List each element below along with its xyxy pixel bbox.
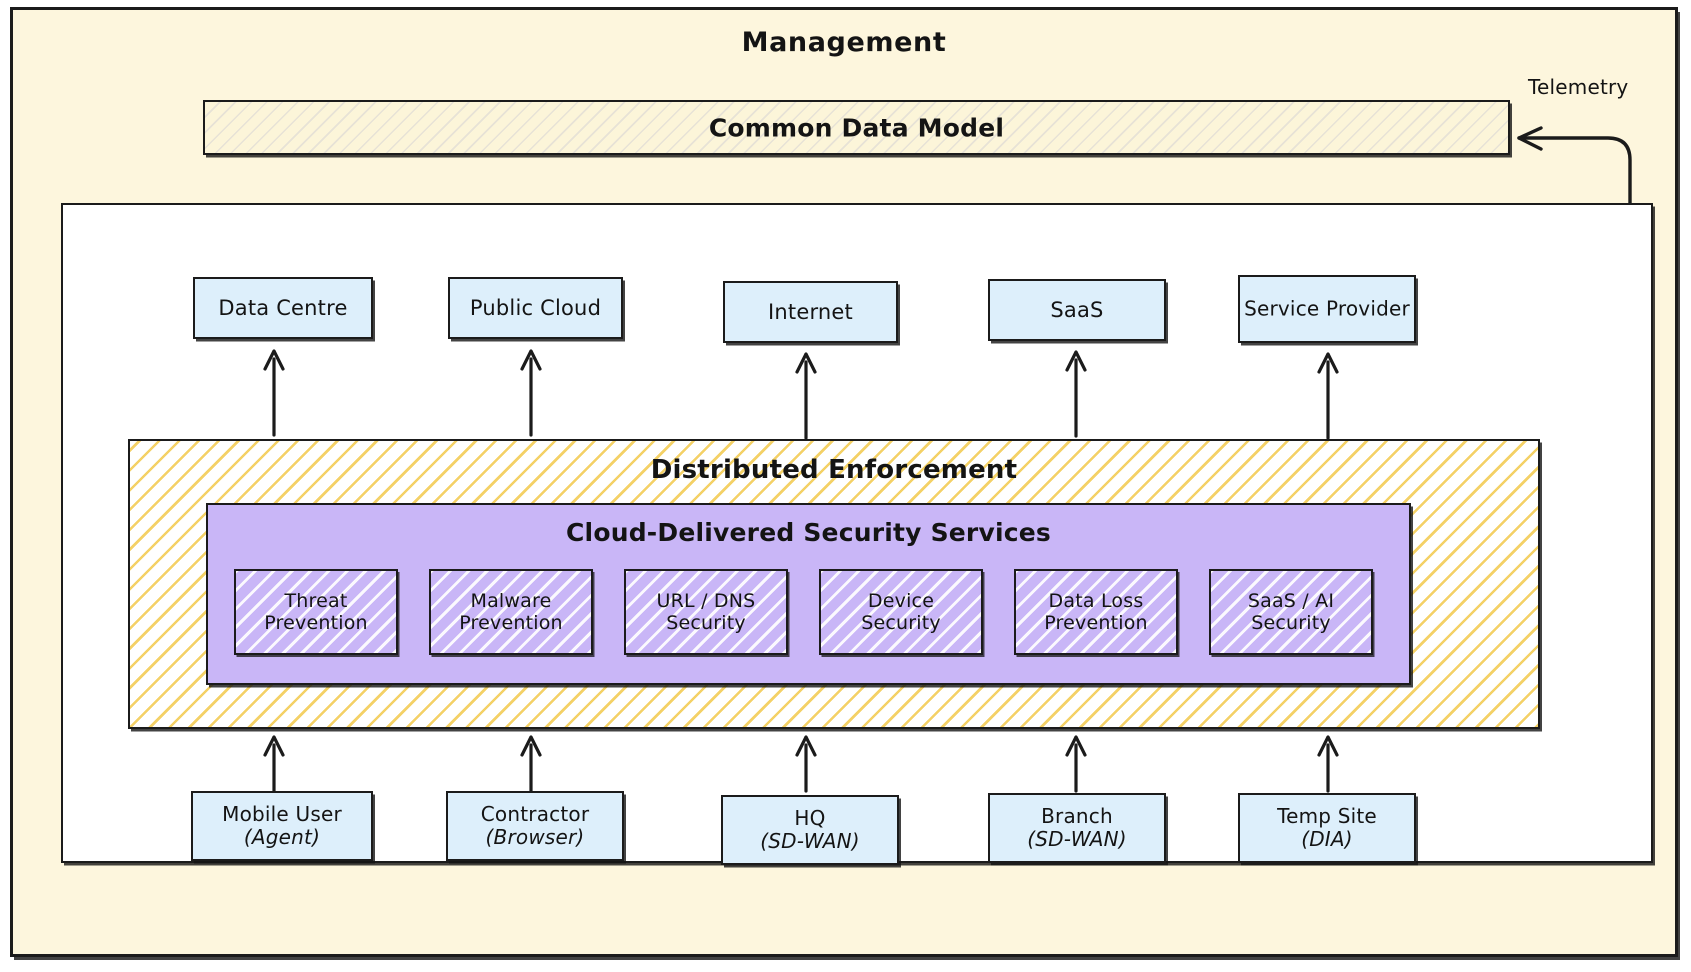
arrow-from-branch-icon — [1065, 735, 1087, 793]
destination-box-public-cloud[interactable]: Public Cloud — [448, 277, 623, 339]
enforcement-panel: Data Centre Public Cloud Internet SaaS S… — [61, 203, 1653, 865]
security-service-malware-prevention[interactable]: Malware Prevention — [429, 569, 593, 655]
source-box-contractor[interactable]: Contractor (Browser) — [446, 791, 624, 861]
source-box-hq[interactable]: HQ (SD-WAN) — [721, 795, 899, 865]
destination-box-data-centre[interactable]: Data Centre — [193, 277, 373, 339]
arrow-from-hq-icon — [795, 735, 817, 793]
security-service-device-security[interactable]: Device Security — [819, 569, 983, 655]
security-service-data-loss-prevention[interactable]: Data Loss Prevention — [1014, 569, 1178, 655]
distributed-enforcement-title: Distributed Enforcement — [650, 455, 1018, 485]
arrow-to-service-provider-icon — [1317, 352, 1339, 440]
cloud-delivered-security-services-title: Cloud-Delivered Security Services — [566, 518, 1051, 547]
source-box-temp-site[interactable]: Temp Site (DIA) — [1238, 793, 1416, 863]
arrow-from-temp-site-icon — [1317, 735, 1339, 793]
common-data-model-label: Common Data Model — [708, 113, 1005, 142]
arrow-to-public-cloud-icon — [520, 349, 542, 437]
arrow-from-mobile-user-icon — [263, 735, 285, 793]
destination-box-internet[interactable]: Internet — [723, 281, 898, 343]
telemetry-label: Telemetry — [1528, 75, 1629, 99]
arrow-to-internet-icon — [795, 352, 817, 440]
telemetry-curved-arrow-icon — [1517, 126, 1632, 417]
management-title: Management — [741, 27, 947, 58]
destination-box-saas[interactable]: SaaS — [988, 279, 1166, 341]
arrow-to-saas-icon — [1065, 350, 1087, 438]
distributed-enforcement-box: Distributed Enforcement Cloud-Delivered … — [128, 439, 1540, 729]
security-service-threat-prevention[interactable]: Threat Prevention — [234, 569, 398, 655]
security-service-url-dns-security[interactable]: URL / DNS Security — [624, 569, 788, 655]
cloud-delivered-security-services-box: Cloud-Delivered Security Services Threat… — [206, 503, 1411, 685]
common-data-model-box: Common Data Model — [203, 100, 1510, 155]
destination-box-service-provider[interactable]: Service Provider — [1238, 275, 1416, 343]
arrow-to-data-centre-icon — [263, 349, 285, 437]
source-box-mobile-user[interactable]: Mobile User (Agent) — [191, 791, 373, 861]
management-frame: Management Common Data Model Telemetry D… — [10, 7, 1678, 957]
arrow-from-contractor-icon — [520, 735, 542, 793]
security-service-saas-ai-security[interactable]: SaaS / AI Security — [1209, 569, 1373, 655]
source-box-branch[interactable]: Branch (SD-WAN) — [988, 793, 1166, 863]
